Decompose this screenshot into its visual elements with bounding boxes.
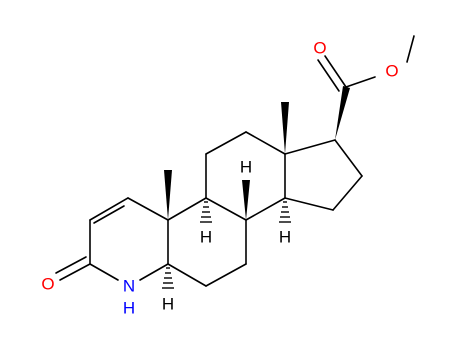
hydrogen-c5: H xyxy=(162,295,174,314)
bond-c10-c1 xyxy=(127,197,169,221)
oxygen-ester-ether: O xyxy=(385,62,398,81)
hydrogen-c14: H xyxy=(279,228,291,247)
wedge-c17-ester xyxy=(335,86,350,140)
bond-c5-c6 xyxy=(167,263,207,287)
ester-group xyxy=(317,35,415,140)
bond-n4-c5 xyxy=(139,263,169,281)
bond-c11-c12 xyxy=(205,131,247,155)
bond-c3-n4 xyxy=(89,263,119,281)
bond-ester-c-o-double-2 xyxy=(317,59,340,92)
oxygen-carbonyl-left: O xyxy=(41,275,54,294)
hash-c14-h xyxy=(279,201,291,223)
oxygen-ester-carbonyl: O xyxy=(313,39,326,58)
ring-b xyxy=(167,197,247,287)
ring-d xyxy=(284,139,363,211)
bond-c13-c17 xyxy=(284,139,336,155)
bond-c17-c16 xyxy=(334,139,363,177)
hash-c9-h xyxy=(200,201,212,223)
bond-c1-c2 xyxy=(89,197,129,221)
ring-a xyxy=(55,197,169,281)
hydrogen-c8: H xyxy=(240,158,252,177)
bond-c3-o xyxy=(59,263,91,281)
bond-ester-c-o-double-1 xyxy=(324,55,347,88)
bond-c14-c8 xyxy=(245,197,286,221)
bond-c16-c15 xyxy=(332,175,363,211)
bond-c1-c2-double xyxy=(93,205,125,224)
bond-c9-c10 xyxy=(167,197,207,221)
hash-c5-h xyxy=(162,267,174,289)
hydrogen-c9: H xyxy=(200,228,212,247)
bond-c15-c14 xyxy=(284,197,334,211)
bond-c12-c13 xyxy=(245,131,286,155)
bond-c6-c7 xyxy=(205,263,247,287)
ring-c xyxy=(205,131,286,221)
nitrogen-amide: N xyxy=(123,277,135,296)
wedge-c8-h xyxy=(242,180,250,220)
wedge-c13-methyl xyxy=(281,102,289,154)
hydrogen-amide: H xyxy=(123,299,135,318)
bond-c8-c9 xyxy=(205,197,247,221)
bond-o-methyl xyxy=(406,35,415,63)
bond-c3-o-double xyxy=(55,256,87,274)
bond-ester-c-o xyxy=(345,76,376,88)
wedge-c10-methyl xyxy=(164,170,172,220)
